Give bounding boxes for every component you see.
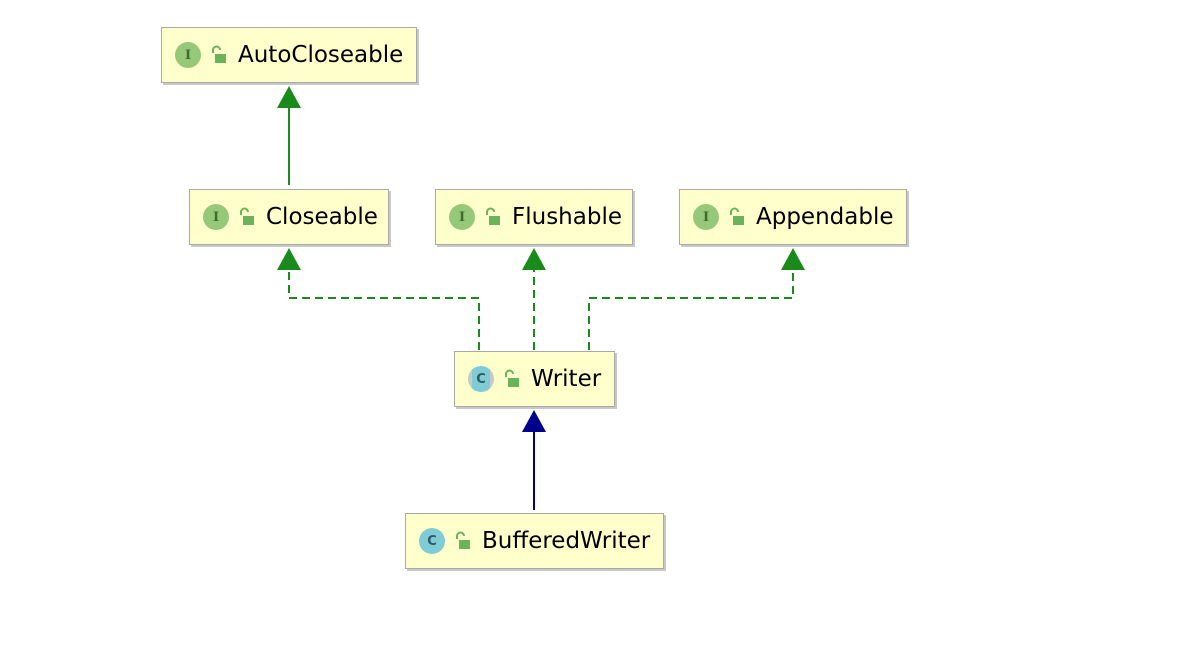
- node-autocloseable[interactable]: I AutoCloseable: [161, 27, 417, 83]
- node-label: AutoCloseable: [238, 42, 404, 68]
- edge-writer-flushable: [522, 248, 546, 350]
- node-writer[interactable]: C Writer: [454, 351, 615, 407]
- edge-writer-closeable: [277, 248, 480, 350]
- edge-bufferedwriter-writer: [522, 410, 546, 510]
- node-closeable[interactable]: I Closeable: [189, 189, 389, 245]
- interface-badge-icon: I: [449, 204, 475, 230]
- unlocked-padlock-icon: [240, 207, 254, 225]
- node-bufferedwriter[interactable]: C BufferedWriter: [405, 513, 664, 569]
- class-badge-icon: C: [419, 528, 445, 554]
- node-flushable[interactable]: I Flushable: [435, 189, 633, 245]
- node-label: Flushable: [512, 204, 622, 230]
- unlocked-padlock-icon: [730, 207, 744, 225]
- interface-badge-icon: I: [693, 204, 719, 230]
- unlocked-padlock-icon: [486, 207, 500, 225]
- interface-badge-icon: I: [175, 42, 201, 68]
- edge-writer-appendable: [588, 248, 805, 350]
- node-label: Appendable: [756, 204, 894, 230]
- interface-badge-icon: I: [203, 204, 229, 230]
- edge-closeable-autocloseable: [277, 86, 301, 185]
- unlocked-padlock-icon: [456, 531, 470, 549]
- unlocked-padlock-icon: [505, 369, 519, 387]
- abstract-class-badge-icon: C: [468, 366, 494, 392]
- node-label: Closeable: [266, 204, 378, 230]
- node-label: Writer: [531, 366, 602, 392]
- unlocked-padlock-icon: [212, 45, 226, 63]
- node-label: BufferedWriter: [482, 528, 651, 554]
- node-appendable[interactable]: I Appendable: [679, 189, 907, 245]
